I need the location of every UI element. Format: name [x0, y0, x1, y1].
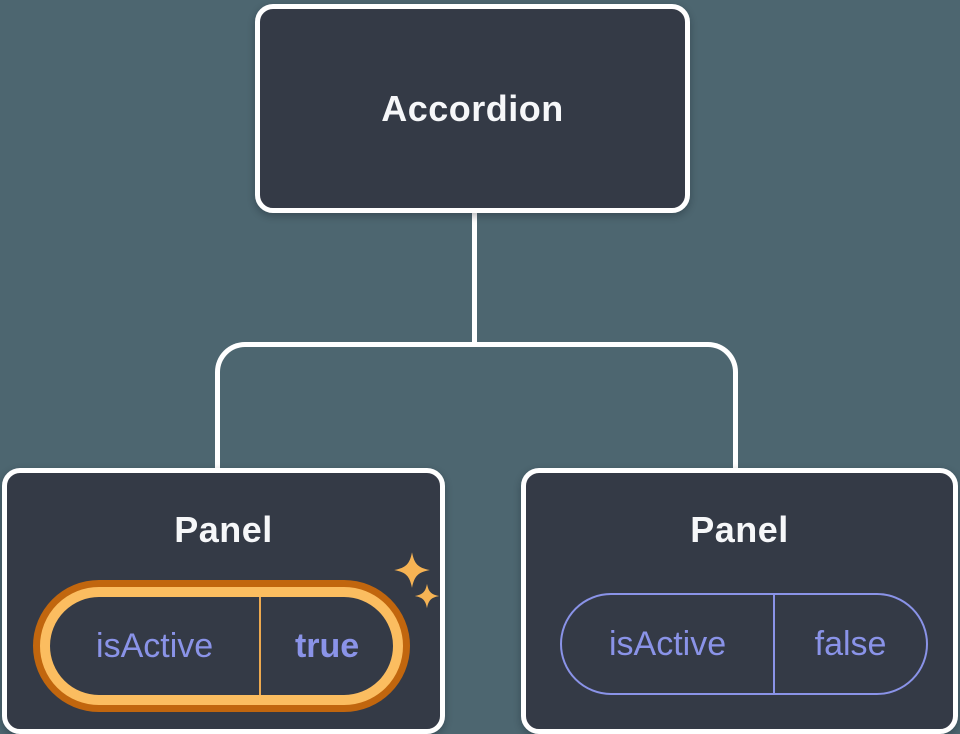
- prop-name-label: isActive: [562, 595, 776, 693]
- connector-stem-line: [472, 211, 477, 347]
- sparkle-icon: [394, 552, 430, 588]
- component-node-panel-active: Panel isActive true: [2, 468, 445, 734]
- prop-pill: isActive false: [560, 593, 928, 695]
- prop-value-label: true: [294, 626, 360, 665]
- accordion-node-label: Accordion: [381, 87, 564, 129]
- component-node-accordion: Accordion: [255, 4, 690, 213]
- sparkle-icon: [414, 583, 440, 609]
- panel-inactive-title: Panel: [690, 509, 789, 550]
- connector-branch-line: [215, 342, 738, 473]
- panel-active-title: Panel: [174, 509, 273, 550]
- component-node-panel-inactive: Panel isActive false: [521, 468, 958, 734]
- prop-value-label: false: [814, 624, 887, 663]
- prop-name-label: isActive: [50, 597, 262, 695]
- prop-pill-highlighted: isActive true: [40, 587, 403, 705]
